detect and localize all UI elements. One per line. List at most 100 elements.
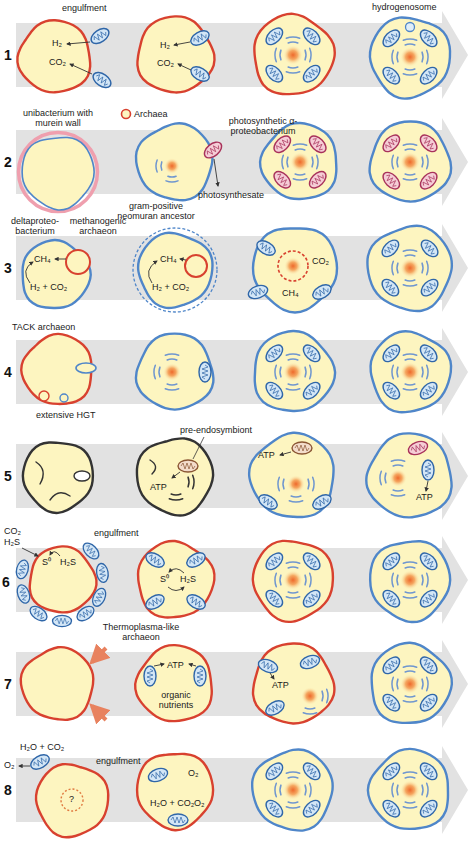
flow-arrow — [50, 552, 60, 556]
mitochondrion — [300, 550, 323, 573]
mitochondrion — [300, 379, 323, 402]
flow-arrow — [19, 766, 30, 767]
er-membrane — [313, 477, 314, 490]
er-membrane — [288, 41, 298, 43]
mitochondrion — [14, 559, 30, 580]
er-membrane — [403, 179, 416, 180]
annotation-label: CO₂ — [4, 526, 21, 536]
er-membrane — [391, 460, 404, 461]
nucleus — [290, 152, 310, 172]
annotation-label: H₂S — [4, 537, 20, 547]
mitochondrion — [263, 760, 286, 783]
annotation-label: unibacterium with murein wall — [12, 108, 104, 129]
mitochondrion — [299, 653, 322, 671]
er-membrane — [405, 591, 415, 593]
mitochondrion — [263, 550, 286, 573]
flow-arrow — [280, 452, 291, 455]
annotation-label: pre-endosymbiont — [180, 425, 252, 435]
er-membrane — [303, 713, 316, 714]
row-arrows — [16, 11, 468, 834]
annotation-label: photosynthesate — [198, 190, 264, 200]
mitochondrion — [263, 62, 286, 85]
mitochondrion — [380, 550, 403, 573]
er-membrane — [396, 157, 398, 167]
er-membrane — [154, 365, 155, 378]
er-membrane — [427, 50, 428, 63]
mitochondrion — [199, 362, 211, 382]
er-membrane — [392, 155, 393, 168]
cell-membrane — [136, 334, 213, 410]
er-membrane — [286, 597, 299, 598]
flow-arrow — [22, 548, 38, 556]
annotation-label: engulfment — [62, 3, 107, 13]
mitochondrion — [271, 168, 294, 191]
cell-membrane — [254, 14, 334, 94]
mitochondrion — [417, 797, 440, 820]
mitochondrion — [168, 814, 188, 826]
er-membrane — [392, 677, 393, 690]
mitochondrion — [247, 283, 270, 301]
proto-nucleus — [61, 789, 83, 811]
er-membrane — [405, 695, 415, 697]
flow-arrow — [178, 64, 191, 70]
cell-membrane — [366, 433, 451, 517]
row-arrow — [16, 640, 468, 728]
annotation-label: CH₄ — [282, 288, 299, 298]
mitochondrion — [417, 64, 440, 87]
flow-arrow — [180, 259, 186, 260]
nucleus — [389, 469, 407, 487]
er-membrane — [380, 471, 381, 484]
er-membrane — [427, 677, 428, 690]
er-membrane — [421, 157, 423, 167]
annotation-label: H₂ — [52, 38, 62, 48]
vesicle — [39, 391, 49, 401]
mitochondrion — [310, 492, 333, 512]
er-membrane — [310, 573, 311, 586]
nucleus — [283, 780, 303, 800]
annotation-label: deltaproteo-bacterium — [6, 216, 64, 237]
row-arrow — [16, 432, 468, 520]
er-membrane — [288, 66, 298, 68]
er-membrane — [405, 148, 415, 150]
er-membrane — [421, 785, 423, 795]
er-membrane — [169, 499, 182, 500]
er-membrane — [405, 566, 415, 568]
mitochondrion — [271, 133, 294, 156]
mitochondrion — [418, 237, 441, 260]
row-arrow — [16, 536, 468, 624]
er-membrane — [165, 354, 178, 355]
mitochondrion — [380, 169, 403, 192]
er-membrane — [310, 783, 311, 796]
mitochondrion — [263, 379, 286, 402]
vesicle — [60, 394, 68, 402]
er-membrane — [327, 689, 328, 702]
er-membrane — [427, 261, 428, 274]
flow-arrow — [168, 587, 184, 591]
er-membrane — [167, 383, 177, 385]
er-membrane — [396, 785, 398, 795]
flow-arrow — [169, 569, 184, 573]
er-membrane — [166, 181, 178, 182]
annotation-label: organic nutrients — [151, 690, 201, 711]
annotation-label: TACK archaeon — [12, 322, 75, 332]
er-membrane — [403, 144, 416, 145]
annotation-label: H₂S — [60, 557, 76, 567]
nucleus — [400, 780, 420, 800]
er-membrane — [304, 50, 306, 60]
mitochondrion — [74, 603, 96, 623]
mitochondrion — [306, 133, 329, 156]
er-membrane — [405, 801, 415, 803]
cell-membrane — [22, 137, 94, 210]
er-membrane — [307, 479, 309, 489]
er-membrane — [392, 365, 393, 378]
er-membrane — [171, 493, 181, 495]
mitochondrion — [263, 25, 286, 48]
annotation-label: ATP — [167, 660, 184, 670]
mitochondrion — [417, 760, 440, 783]
cell-membrane — [21, 647, 93, 720]
er-membrane — [403, 39, 416, 40]
er-membrane — [405, 776, 415, 778]
nucleus — [283, 45, 303, 65]
er-membrane — [321, 691, 323, 701]
mitochondrion — [184, 592, 207, 612]
